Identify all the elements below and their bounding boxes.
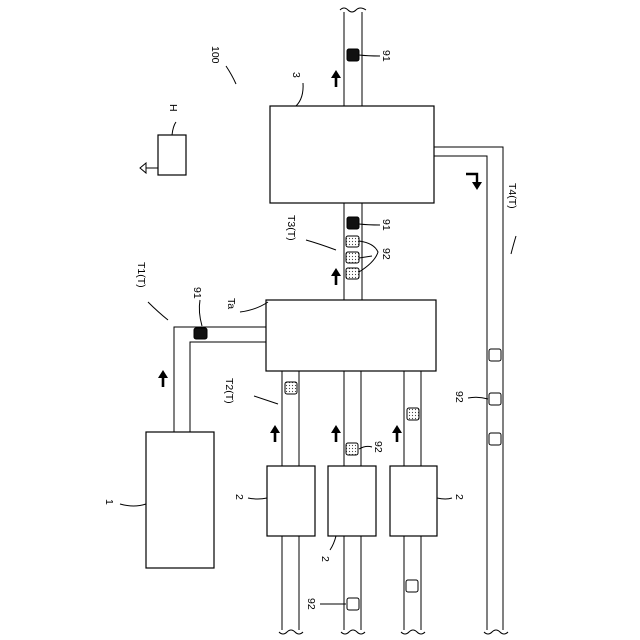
flow-arrow-t1 [158,370,168,387]
workpiece-92-t4-a [489,349,501,361]
flow-arrow-t2-middle [331,425,341,442]
leader-t1 [148,302,168,320]
label-merge-ta: Ta [225,298,237,309]
workpiece-92-t2-left [285,382,297,394]
operator-device [140,122,186,175]
label-91-top: 91 [380,50,392,62]
workpiece-91-top [347,49,359,61]
leader-2-left [248,498,267,499]
workpiece-92-t3-b [346,252,359,263]
workpiece-91-t1 [194,328,207,339]
flow-arrow-t4 [466,174,482,190]
label-unit-2-left: 2 [233,494,245,500]
label-92-t4: 92 [453,391,465,403]
workpiece-92-bottom-middle [347,598,359,610]
workpiece-92-t4-c [489,433,501,445]
label-operator-h: H [167,104,179,112]
label-91-t1: 91 [191,287,203,299]
leader-100 [226,66,236,84]
label-unit-1: 1 [103,499,115,505]
label-t1: T1(T) [135,262,147,288]
workpiece-92-t2-middle [346,443,358,455]
flow-arrow-t2-right [392,425,402,442]
label-92-t3: 92 [380,248,392,260]
leader-t4 [511,236,516,254]
label-92-bottom: 92 [305,598,317,610]
workpiece-92-t3-c [346,268,359,279]
leader-92-t3-mid [359,256,372,258]
leader-92-t4 [468,397,488,399]
flow-arrow-top [331,70,341,87]
label-unit-2-right: 2 [453,494,465,500]
leader-t2 [254,396,278,404]
workpiece-92-bottom-right [406,580,418,592]
conveyor-t1 [174,327,266,432]
merge-unit-box [266,300,436,371]
conveyor-t4 [434,147,508,634]
leader-91-t1 [199,300,202,326]
flow-arrow-t2-left [270,425,280,442]
unit-3-box [270,106,434,203]
label-unit-2-middle: 2 [319,556,331,562]
label-system-100: 100 [209,46,221,64]
unit-2-left-box [267,466,315,536]
label-92-t2: 92 [372,441,384,453]
label-91-t3: 91 [380,219,392,231]
label-t2: T2(T) [223,378,235,404]
leader-2-middle [330,536,336,550]
label-unit-3: 3 [290,72,302,78]
leader-ta [240,302,268,312]
label-t3: T3(T) [285,215,297,241]
workpiece-92-t3-a [346,236,359,247]
label-t4: T4(T) [506,183,518,209]
leader-t3 [306,240,336,250]
workpiece-91-t3 [347,217,359,229]
unit-1-box [146,432,214,568]
flow-arrow-t3 [331,268,341,285]
leader-1 [120,504,146,506]
leader-2-right [437,498,452,499]
workpiece-92-t4-b [489,393,501,405]
workpiece-92-t2-right [407,408,419,420]
unit-2-middle-box [328,466,376,536]
unit-2-right-box [390,466,437,536]
leader-3 [296,83,303,106]
